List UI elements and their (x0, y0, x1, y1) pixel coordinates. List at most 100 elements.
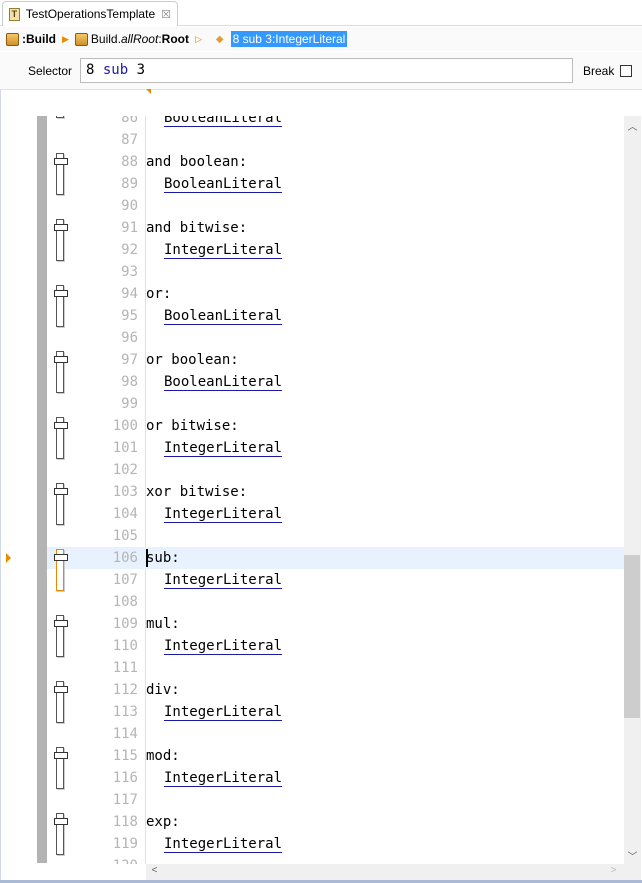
code-line[interactable]: 98 BooleanLiteral (47, 371, 624, 393)
line-number: 90 (121, 198, 138, 214)
editor-tab-bar: T TestOperationsTemplate ☒ (0, 0, 642, 26)
fold-slider-icon[interactable] (54, 219, 68, 261)
fold-slider-icon[interactable] (54, 285, 68, 327)
scroll-down-icon[interactable]: ﹀ (627, 852, 638, 863)
line-number: 93 (121, 264, 138, 280)
line-number: 110 (112, 638, 138, 654)
fold-slider-icon[interactable] (54, 549, 68, 591)
fold-slider-icon[interactable] (54, 813, 68, 855)
code-line[interactable]: 108 (47, 591, 624, 613)
vertical-scroll-thumb[interactable] (624, 555, 640, 718)
type-reference[interactable]: IntegerLiteral (164, 572, 283, 589)
break-label: Break (583, 64, 615, 78)
fold-slider-icon[interactable] (54, 153, 68, 195)
close-tab-icon[interactable]: ☒ (161, 8, 171, 21)
code-line[interactable]: 96 (47, 327, 624, 349)
operation-label: exp: (146, 814, 180, 830)
code-line[interactable]: 93 (47, 261, 624, 283)
code-line[interactable]: 100 or bitwise: (47, 415, 624, 437)
type-reference[interactable]: IntegerLiteral (164, 704, 283, 721)
code-line[interactable]: 105 (47, 525, 624, 547)
vertical-scrollbar[interactable]: ︿ ﹀ (624, 116, 641, 864)
type-reference[interactable]: BooleanLiteral (164, 176, 283, 193)
line-number: 109 (112, 616, 138, 632)
code-line[interactable]: 120 (47, 855, 624, 864)
scroll-up-icon[interactable]: ︿ (627, 122, 638, 133)
line-number: 115 (112, 748, 138, 764)
selector-value-keyword: sub (102, 62, 129, 78)
breadcrumb-arrow-icon[interactable]: ▶ (62, 33, 69, 44)
bottom-border (0, 880, 642, 883)
type-reference[interactable]: BooleanLiteral (164, 308, 283, 325)
fold-slider-icon[interactable] (54, 351, 68, 393)
element-diamond-icon: ◆ (215, 33, 224, 45)
code-line[interactable]: 111 (47, 657, 624, 679)
horizontal-scrollbar[interactable]: < > (146, 864, 624, 880)
code-line[interactable]: 117 (47, 789, 624, 811)
code-line[interactable]: 87 (47, 129, 624, 151)
fold-slider-icon[interactable] (54, 483, 68, 525)
line-number: 92 (121, 242, 138, 258)
fold-slider-icon[interactable] (54, 747, 68, 789)
operation-label: or bitwise: (146, 418, 239, 434)
code-line[interactable]: 110 IntegerLiteral (47, 635, 624, 657)
breadcrumb-arrow-outline-icon[interactable]: ▷ (194, 33, 202, 44)
line-number: 112 (112, 682, 138, 698)
class-icon (6, 32, 19, 46)
type-reference[interactable]: IntegerLiteral (164, 242, 283, 259)
fold-slider-icon[interactable] (54, 681, 68, 723)
line-number: 95 (121, 308, 138, 324)
code-line[interactable]: 109 mul: (47, 613, 624, 635)
code-line[interactable]: 90 (47, 195, 624, 217)
line-number: 119 (112, 836, 138, 852)
code-line[interactable]: 95 BooleanLiteral (47, 305, 624, 327)
breadcrumb-build[interactable]: :Build (22, 32, 56, 46)
break-checkbox[interactable] (620, 65, 632, 77)
tab-test-operations-template[interactable]: T TestOperationsTemplate ☒ (2, 1, 178, 26)
operation-label: mul: (146, 616, 180, 632)
breadcrumb-selected[interactable]: 8 sub 3:IntegerLiteral (230, 31, 348, 47)
line-number: 100 (112, 418, 138, 434)
code-line[interactable]: 119 IntegerLiteral (47, 833, 624, 855)
type-reference[interactable]: IntegerLiteral (164, 770, 283, 787)
type-reference[interactable]: IntegerLiteral (164, 506, 283, 523)
line-number: 98 (121, 374, 138, 390)
line-number: 87 (121, 132, 138, 148)
overview-ruler (37, 116, 47, 863)
code-line[interactable]: 99 (47, 393, 624, 415)
code-line[interactable]: 114 (47, 723, 624, 745)
fold-slider-icon[interactable] (54, 615, 68, 657)
scroll-right-icon[interactable]: > (610, 865, 617, 876)
type-reference[interactable]: IntegerLiteral (164, 638, 283, 655)
code-line[interactable]: 92 IntegerLiteral (47, 239, 624, 261)
fold-slider-icon[interactable] (54, 417, 68, 459)
code-line[interactable]: 102 (47, 459, 624, 481)
type-reference[interactable]: BooleanLiteral (164, 374, 283, 391)
type-reference[interactable]: IntegerLiteral (164, 836, 283, 853)
marker-triangle-icon (146, 89, 151, 94)
selector-input[interactable]: 8 sub 3 (80, 58, 573, 83)
operation-label: xor bitwise: (146, 484, 248, 500)
type-reference[interactable]: BooleanLiteral (164, 116, 283, 127)
scroll-left-icon[interactable]: < (151, 865, 158, 876)
breadcrumb-root[interactable]: Build.allRoot:Root (91, 32, 189, 46)
fold-slider-icon[interactable] (56, 116, 64, 118)
type-reference[interactable]: IntegerLiteral (164, 440, 283, 457)
